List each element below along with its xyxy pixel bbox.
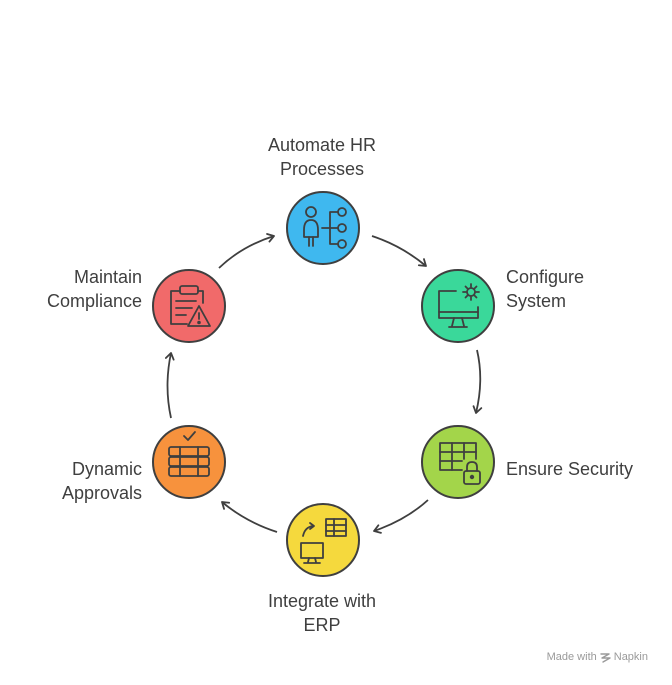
step-automate-label-line1: Automate HR <box>267 135 377 155</box>
monitor-gear-icon <box>438 283 480 328</box>
step-configure-node <box>421 269 495 343</box>
step-approvals-circle <box>152 425 226 499</box>
step-compliance-circle <box>152 269 226 343</box>
step-compliance-node <box>152 269 226 343</box>
step-compliance-label-line2: Compliance <box>46 291 142 311</box>
arrow-integrate-to-approvals <box>221 501 278 533</box>
step-approvals-label: Dynamic Approvals <box>0 457 142 505</box>
step-integrate-node <box>286 503 360 577</box>
step-integrate-label: Integrate with ERP <box>222 589 422 637</box>
org-hierarchy-icon <box>303 206 347 249</box>
checked-database-icon <box>168 431 210 477</box>
made-with-napkin-footer: Made with Napkin <box>547 651 648 663</box>
step-compliance-label-line1: Maintain <box>73 267 142 287</box>
arrow-configure-to-security <box>472 349 483 414</box>
napkin-logo-icon <box>600 652 611 663</box>
step-compliance-label: Maintain Compliance <box>0 265 142 313</box>
arrow-automate-to-configure <box>371 235 427 267</box>
step-configure-circle <box>421 269 495 343</box>
made-with-text: Made with <box>546 651 597 663</box>
step-approvals-node <box>152 425 226 499</box>
arrow-approvals-to-compliance <box>164 352 175 419</box>
step-integrate-circle <box>286 503 360 577</box>
step-approvals-label-line1: Dynamic <box>71 459 142 479</box>
step-security-node <box>421 425 495 499</box>
step-security-label-line1: Ensure Security <box>506 459 634 479</box>
clipboard-warning-icon <box>170 285 211 327</box>
step-automate-node <box>286 191 360 265</box>
step-integrate-label-line1: Integrate with <box>267 591 377 611</box>
table-lock-icon <box>439 442 481 485</box>
step-security-circle <box>421 425 495 499</box>
step-approvals-label-line2: Approvals <box>61 483 142 503</box>
arrow-compliance-to-automate <box>218 233 275 269</box>
step-automate-label-line2: Processes <box>279 159 365 179</box>
step-security-label: Ensure Security <box>506 457 666 481</box>
napkin-brand-text: Napkin <box>613 651 648 663</box>
step-integrate-label-line2: ERP <box>303 615 341 635</box>
computer-sync-table-icon <box>300 518 347 564</box>
step-configure-label: Configure System <box>506 265 666 313</box>
step-configure-label-line2: System <box>506 291 567 311</box>
arrow-security-to-integrate <box>373 499 429 534</box>
step-configure-label-line1: Configure <box>506 267 585 287</box>
step-automate-label: Automate HR Processes <box>222 133 422 181</box>
